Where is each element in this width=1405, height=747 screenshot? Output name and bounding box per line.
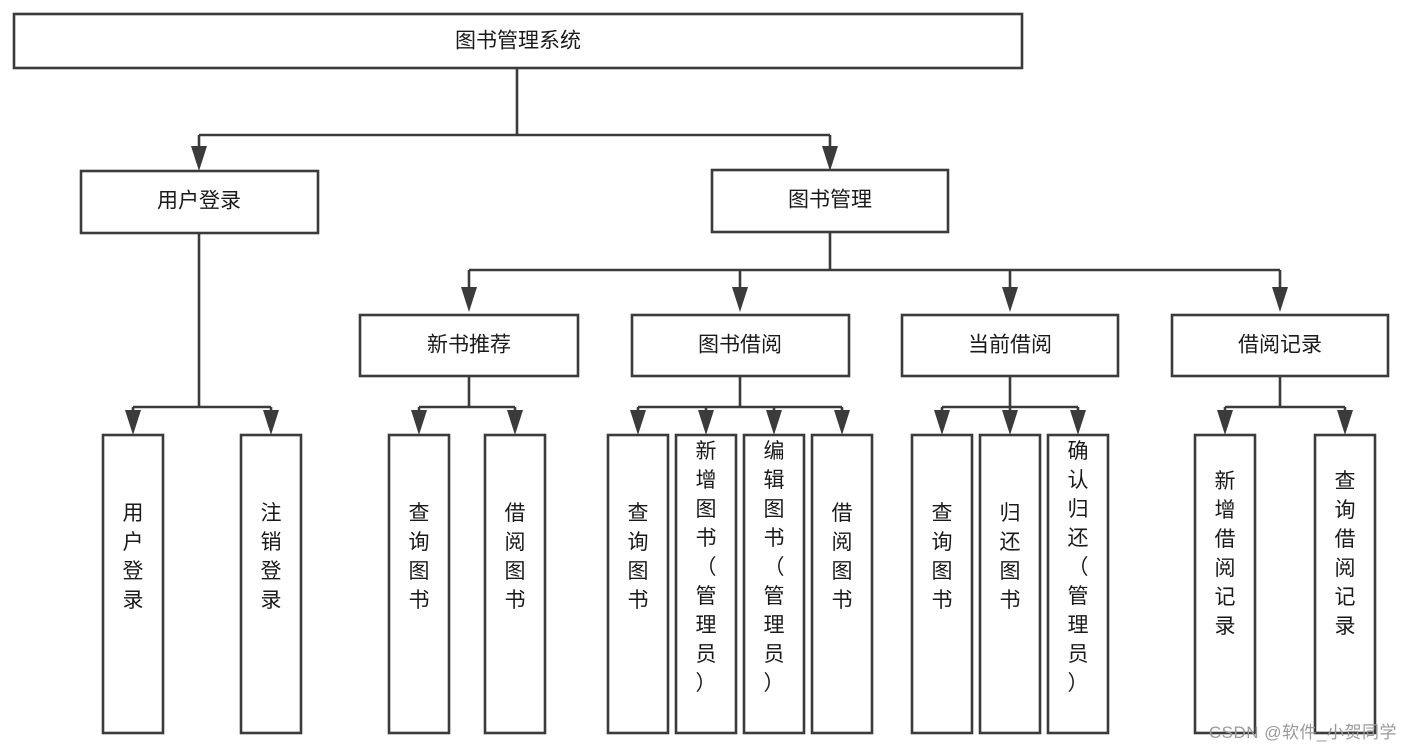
node-borrow-record-label: 借阅记录 <box>1238 334 1322 357</box>
node-book-management-box[interactable] <box>710 168 950 234</box>
node-root-box[interactable] <box>12 12 1024 70</box>
leaf-current-borrow-2-box[interactable] <box>1046 433 1110 735</box>
leaf-borrow-book-1-label: 新增图书（管理员） <box>696 440 717 695</box>
leaf-borrow-record-0-box[interactable] <box>1193 433 1257 735</box>
connectors-book-mgmt-to-level3 <box>461 232 1288 312</box>
connectors-user-login-to-leaves <box>125 233 279 435</box>
leaf-new-book-1-box[interactable] <box>483 433 547 735</box>
leaf-current-borrow-0-box[interactable] <box>910 433 974 735</box>
node-book-borrow-label: 图书借阅 <box>698 334 782 357</box>
arrow-head-user-login-leaf-1 <box>263 410 279 435</box>
node-book-management-label: 图书管理 <box>788 189 872 212</box>
node-current-borrow-label: 当前借阅 <box>968 334 1052 357</box>
leaf-current-borrow-2[interactable]: 确认归还（管理员） <box>1046 433 1110 735</box>
node-new-book-recommend[interactable]: 新书推荐 <box>358 313 580 378</box>
node-current-borrow-box[interactable] <box>900 313 1120 378</box>
node-book-borrow[interactable]: 图书借阅 <box>630 313 851 378</box>
arrow-head-borrow-record <box>1272 287 1288 312</box>
node-current-borrow[interactable]: 当前借阅 <box>900 313 1120 378</box>
arrow-head-current-borrow-leaf-1 <box>1002 410 1018 435</box>
arrow-head-new-book-leaf-0 <box>411 410 427 435</box>
node-user-login-box[interactable] <box>79 169 320 235</box>
leaf-borrow-book-2[interactable]: 编辑图书（管理员） <box>742 433 806 735</box>
leaf-borrow-book-1-box[interactable] <box>674 433 738 735</box>
arrow-head-borrow-record-leaf-1 <box>1337 410 1353 435</box>
arrow-head-user-login <box>191 146 207 171</box>
leaf-user-login-1-label: 注销登录 <box>261 502 282 612</box>
arrow-head-current-borrow-leaf-2 <box>1070 410 1086 435</box>
leaf-user-login-0[interactable]: 用户登录 <box>101 433 165 735</box>
leaf-new-book-0-box[interactable] <box>387 433 451 735</box>
leaf-borrow-record-0[interactable]: 新增借阅记录 <box>1193 433 1257 735</box>
arrow-head-borrow-book-leaf-0 <box>630 410 646 435</box>
leaf-current-borrow-1-label: 归还图书 <box>1000 502 1021 612</box>
leaf-new-book-0[interactable]: 查询图书 <box>387 433 451 735</box>
leaf-user-login-0-box[interactable] <box>101 433 165 735</box>
leaf-borrow-book-3[interactable]: 借阅图书 <box>810 433 874 735</box>
node-new-book-recommend-box[interactable] <box>358 313 580 378</box>
leaf-current-borrow-1-box[interactable] <box>978 433 1042 735</box>
leaf-borrow-book-0-box[interactable] <box>606 433 670 735</box>
node-borrow-record[interactable]: 借阅记录 <box>1170 313 1390 378</box>
leaf-user-login-0-label: 用户登录 <box>123 502 144 612</box>
node-borrow-record-box[interactable] <box>1170 313 1390 378</box>
arrow-head-borrow-book <box>732 287 748 312</box>
arrow-head-borrow-book-leaf-1 <box>698 410 714 435</box>
arrow-head-borrow-book-leaf-2 <box>766 410 782 435</box>
arrow-head-borrow-book-leaf-3 <box>834 410 850 435</box>
node-book-management[interactable]: 图书管理 <box>710 168 950 234</box>
arrow-head-current-borrow <box>1002 287 1018 312</box>
leaf-borrow-book-3-box[interactable] <box>810 433 874 735</box>
leaf-borrow-record-1-label: 查询借阅记录 <box>1335 470 1356 638</box>
leaf-borrow-record-0-label: 新增借阅记录 <box>1215 470 1236 638</box>
leaf-user-login-1-box[interactable] <box>239 433 303 735</box>
arrow-head-borrow-record-leaf-0 <box>1217 410 1233 435</box>
leaf-current-borrow-1[interactable]: 归还图书 <box>978 433 1042 735</box>
node-book-borrow-box[interactable] <box>630 313 851 378</box>
connectors-new-book-to-leaves <box>411 376 523 435</box>
arrow-head-new-book-leaf-1 <box>507 410 523 435</box>
connectors-borrow-book-to-leaves <box>630 376 850 435</box>
connectors-current-borrow-to-leaves <box>934 376 1086 435</box>
leaf-current-borrow-0-label: 查询图书 <box>932 502 953 612</box>
leaf-borrow-book-3-label: 借阅图书 <box>832 502 853 612</box>
leaf-borrow-book-1[interactable]: 新增图书（管理员） <box>674 433 738 735</box>
arrow-head-new-book <box>461 287 477 312</box>
leaf-borrow-record-1-box[interactable] <box>1313 433 1377 735</box>
node-root[interactable]: 图书管理系统 <box>12 12 1024 70</box>
leaf-new-book-0-label: 查询图书 <box>409 502 430 612</box>
arrow-head-user-login-leaf-0 <box>125 410 141 435</box>
leaf-current-borrow-0[interactable]: 查询图书 <box>910 433 974 735</box>
leaf-borrow-book-2-label: 编辑图书（管理员） <box>764 440 785 695</box>
node-root-label: 图书管理系统 <box>455 30 581 53</box>
leaf-current-borrow-2-label: 确认归还（管理员） <box>1068 440 1089 695</box>
arrow-head-book-mgmt <box>822 146 838 171</box>
leaf-user-login-1[interactable]: 注销登录 <box>239 433 303 735</box>
connectors-borrow-record-to-leaves <box>1217 376 1353 435</box>
leaf-new-book-1-label: 借阅图书 <box>505 502 526 612</box>
arrow-head-current-borrow-leaf-0 <box>934 410 950 435</box>
leaf-borrow-record-1[interactable]: 查询借阅记录 <box>1313 433 1377 735</box>
leaf-borrow-book-0-label: 查询图书 <box>628 502 649 612</box>
node-user-login-label: 用户登录 <box>157 190 241 213</box>
node-user-login[interactable]: 用户登录 <box>79 169 320 235</box>
connectors-root-to-level2 <box>191 68 838 171</box>
leaf-new-book-1[interactable]: 借阅图书 <box>483 433 547 735</box>
node-new-book-recommend-label: 新书推荐 <box>427 334 511 357</box>
leaf-borrow-book-0[interactable]: 查询图书 <box>606 433 670 735</box>
leaf-borrow-book-2-box[interactable] <box>742 433 806 735</box>
